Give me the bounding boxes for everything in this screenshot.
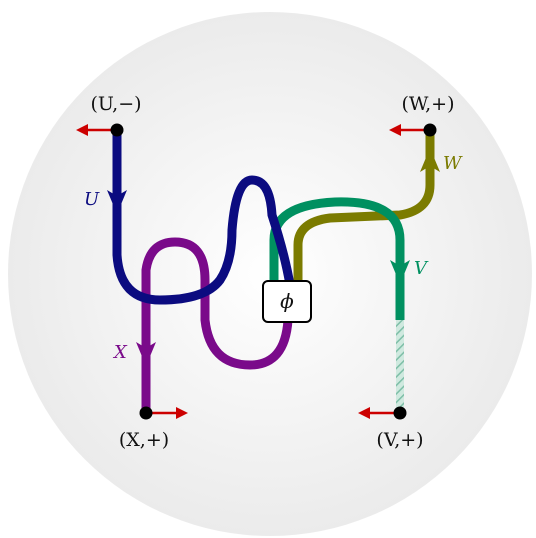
endpoint-label-top-left: (U,−) [90, 93, 141, 115]
strand-label-v: V [414, 258, 429, 279]
strand-u [112, 130, 295, 305]
endpoint-bottom-right [393, 406, 407, 420]
strand-x [141, 237, 293, 412]
strand-label-x: X [112, 342, 128, 363]
endpoint-label-top-right: (W,+) [402, 93, 455, 115]
endpoint-top-right [423, 123, 437, 137]
strand-w [293, 130, 435, 280]
endpoint-top-left [110, 123, 124, 137]
strand-label-w: W [443, 153, 463, 174]
strand-label-u: U [84, 189, 100, 210]
endpoint-bottom-left [139, 406, 153, 420]
endpoint-label-bottom-left: (X,+) [119, 429, 169, 451]
strand-w-arrow [420, 148, 440, 172]
strand-v-arrow [390, 260, 410, 284]
coupon-label: ϕ [280, 289, 294, 313]
strand-x-arrow [136, 342, 156, 366]
strand-u-arrow [107, 190, 127, 214]
endpoint-label-bottom-right: (V,+) [376, 429, 423, 451]
coupon-box [262, 280, 312, 323]
